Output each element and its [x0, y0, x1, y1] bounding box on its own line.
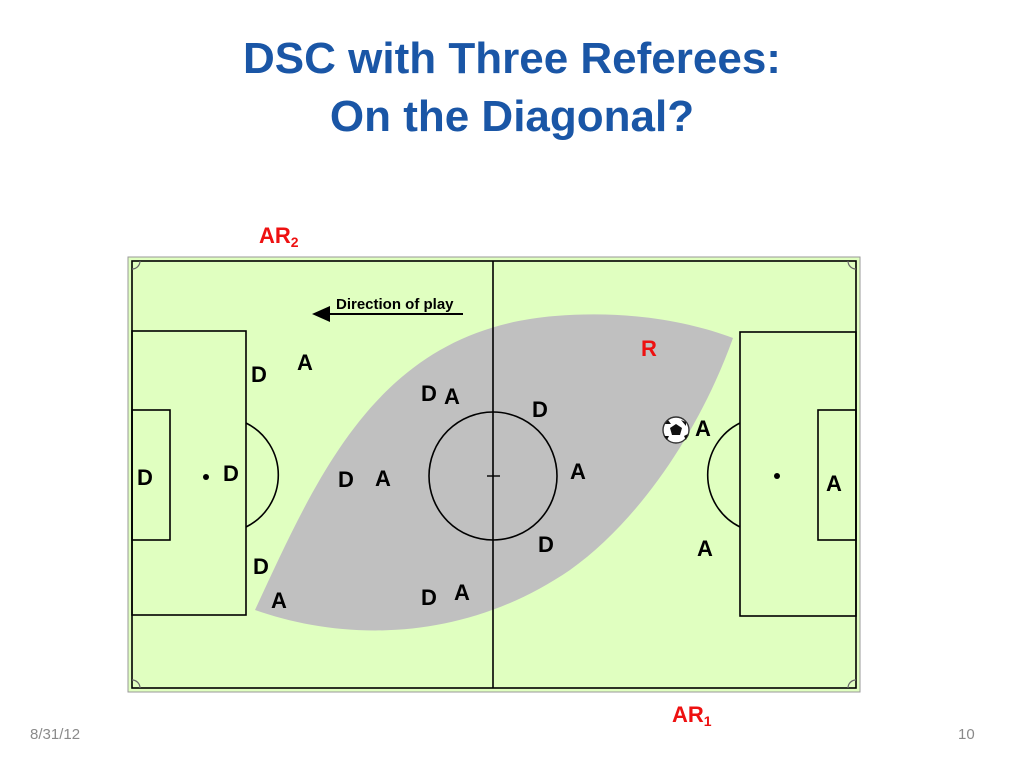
player-attacker: A [697, 536, 713, 561]
ar1-base: AR [672, 702, 704, 727]
ar2-subscript: 2 [290, 234, 299, 250]
player-attacker: A [271, 588, 287, 613]
center-circle [428, 411, 558, 541]
corner-arc-bl [131, 679, 141, 689]
title-line-2: On the Diagonal? [329, 92, 695, 141]
right-penalty-spot [774, 473, 780, 479]
player-attacker: A [695, 416, 711, 441]
slide-date: 8/31/12 [30, 726, 81, 743]
player-attacker: A [375, 466, 391, 491]
soccer-ball-icon [662, 416, 690, 444]
player-defender: D [421, 585, 437, 610]
player-attacker: A [444, 384, 460, 409]
player-attacker: A [570, 459, 586, 484]
right-goal-area [817, 409, 857, 541]
player-defender: D [538, 532, 554, 557]
player-defender: D [338, 467, 354, 492]
player-defender: D [251, 362, 267, 387]
player-attacker: A [297, 350, 313, 375]
corner-arc-tr [847, 260, 857, 270]
direction-of-play-label: Direction of play [336, 296, 454, 313]
left-penalty-arc [245, 422, 280, 528]
player-attacker: A [826, 471, 842, 496]
referee-label: R [641, 336, 657, 361]
player-defender: D [137, 465, 153, 490]
left-penalty-spot [203, 474, 209, 480]
slide-title: DSC with Three Referees: On the Diagonal… [0, 30, 1024, 146]
corner-arc-tl [131, 260, 141, 270]
player-attacker: A [454, 580, 470, 605]
player-defender: D [421, 381, 437, 406]
ar1-subscript: 1 [703, 713, 712, 729]
left-goal-area [131, 409, 171, 541]
assistant-referee-2-label: AR2 [259, 223, 299, 250]
ar2-base: AR [259, 223, 291, 248]
slide-page-number: 10 [958, 726, 975, 743]
player-defender: D [223, 461, 239, 486]
diagonal-band [255, 314, 733, 631]
title-line-1: DSC with Three Referees: [243, 34, 781, 83]
direction-arrow-head [312, 306, 330, 322]
player-defender: D [253, 554, 269, 579]
assistant-referee-1-label: AR1 [672, 702, 712, 729]
player-defender: D [532, 397, 548, 422]
right-penalty-arc [706, 422, 741, 528]
corner-arc-br [847, 679, 857, 689]
